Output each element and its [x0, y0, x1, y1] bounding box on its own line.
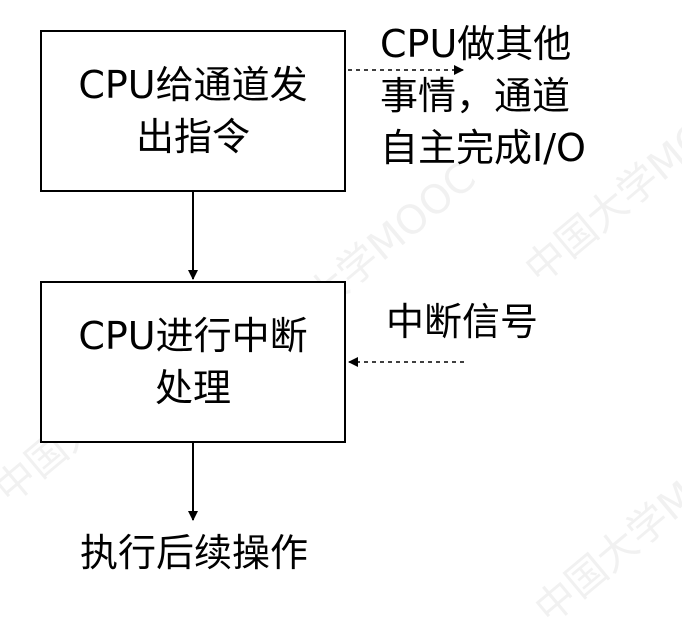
node-cpu-issue-line-1: CPU给通道发 — [78, 63, 308, 107]
watermark: 中国大学MOOC — [526, 414, 682, 633]
node-cpu-issue-line-2: 出指令 — [135, 115, 250, 159]
node-cpu-interrupt-handling: CPU进行中断 处理 — [40, 281, 346, 443]
note-channel-io-line-3: 自主完成I/O — [380, 126, 586, 170]
node-cpu-interrupt-line-1: CPU进行中断 — [78, 314, 308, 358]
note-interrupt-signal: 中断信号 — [386, 300, 539, 344]
note-channel-io: CPU做其他 事情，通道 自主完成I/O — [380, 18, 586, 174]
note-channel-io-line-1: CPU做其他 — [380, 22, 572, 66]
final-step-label: 执行后续操作 — [80, 531, 309, 575]
node-cpu-interrupt-line-2: 处理 — [154, 366, 231, 410]
node-cpu-issue-command: CPU给通道发 出指令 — [40, 30, 346, 192]
note-channel-io-line-2: 事情，通道 — [380, 74, 571, 118]
